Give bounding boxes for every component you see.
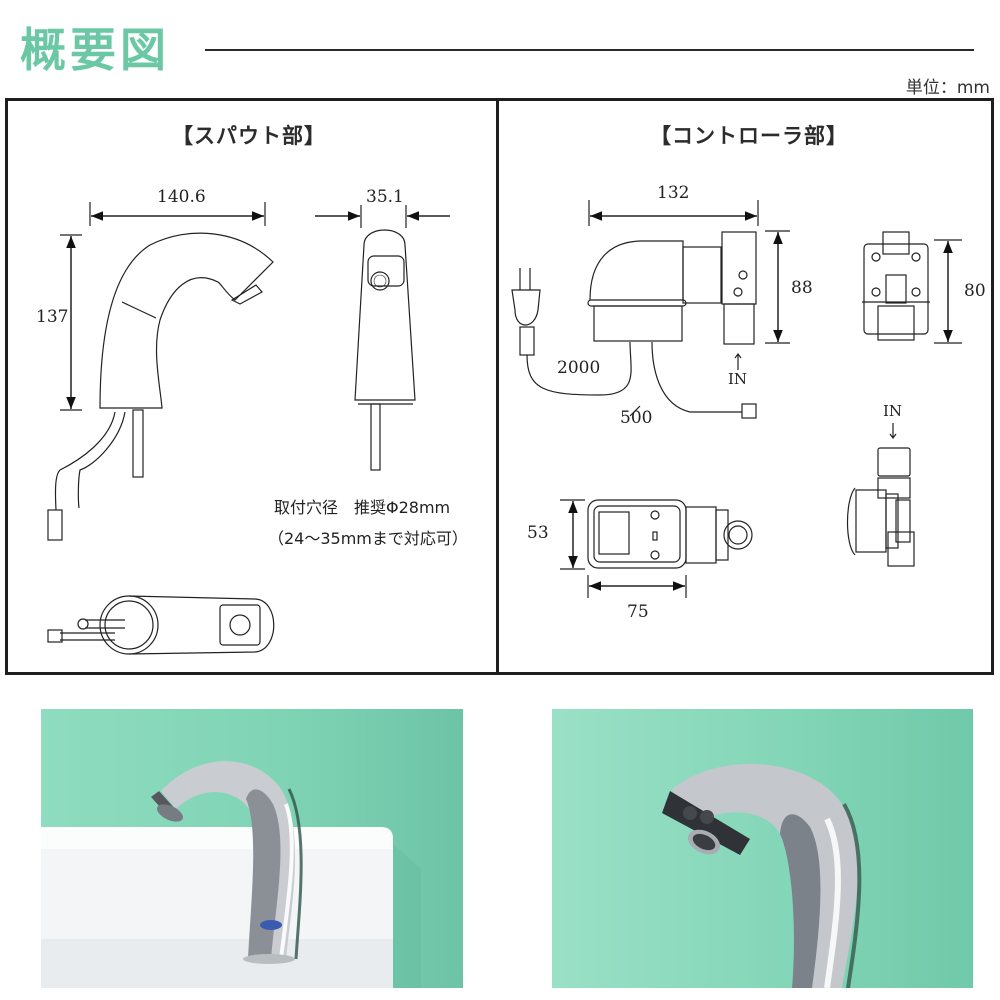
spout-top-view bbox=[47, 595, 275, 655]
controller-depth-label: 53 bbox=[527, 523, 549, 543]
page-title: 概要図 bbox=[20, 23, 170, 77]
faucet-closeup-photo bbox=[552, 709, 973, 988]
title-divider bbox=[205, 49, 974, 51]
controller-side-height-label: 88 bbox=[791, 278, 813, 298]
mounting-hole-range-note: （24～35mmまで対応可） bbox=[268, 529, 468, 548]
section-divider bbox=[496, 98, 499, 675]
unit-label: 単位：mm bbox=[905, 78, 990, 98]
faucet-on-sink-photo bbox=[41, 709, 463, 988]
spout-width-label: 140.6 bbox=[157, 187, 206, 207]
sensor-cord-length-label: 500 bbox=[620, 408, 653, 428]
controller-bottom-view bbox=[560, 499, 753, 598]
controller-bottom-width-label: 75 bbox=[627, 602, 649, 622]
spout-depth-label: 35.1 bbox=[366, 187, 404, 207]
controller-width-label: 132 bbox=[657, 183, 690, 203]
controller-front-view bbox=[862, 231, 962, 344]
power-cord-length-label: 2000 bbox=[557, 358, 601, 378]
controller-inlet-view bbox=[846, 423, 915, 567]
controller-section-title: 【コントローラ部】 bbox=[650, 124, 848, 148]
spout-front-view bbox=[315, 205, 450, 471]
technical-drawings bbox=[47, 200, 962, 655]
diagram-frame bbox=[5, 98, 994, 675]
inlet-label-bottom: IN bbox=[883, 402, 903, 420]
controller-front-height-label: 80 bbox=[964, 281, 986, 301]
inlet-label-side: IN bbox=[728, 370, 748, 388]
spout-height-label: 137 bbox=[36, 307, 69, 327]
mounting-hole-note: 取付穴径 推奨Φ28mm bbox=[274, 498, 451, 517]
spout-section-title: 【スパウト部】 bbox=[172, 124, 326, 148]
spout-side-view bbox=[47, 202, 274, 541]
controller-side-view bbox=[511, 200, 790, 419]
